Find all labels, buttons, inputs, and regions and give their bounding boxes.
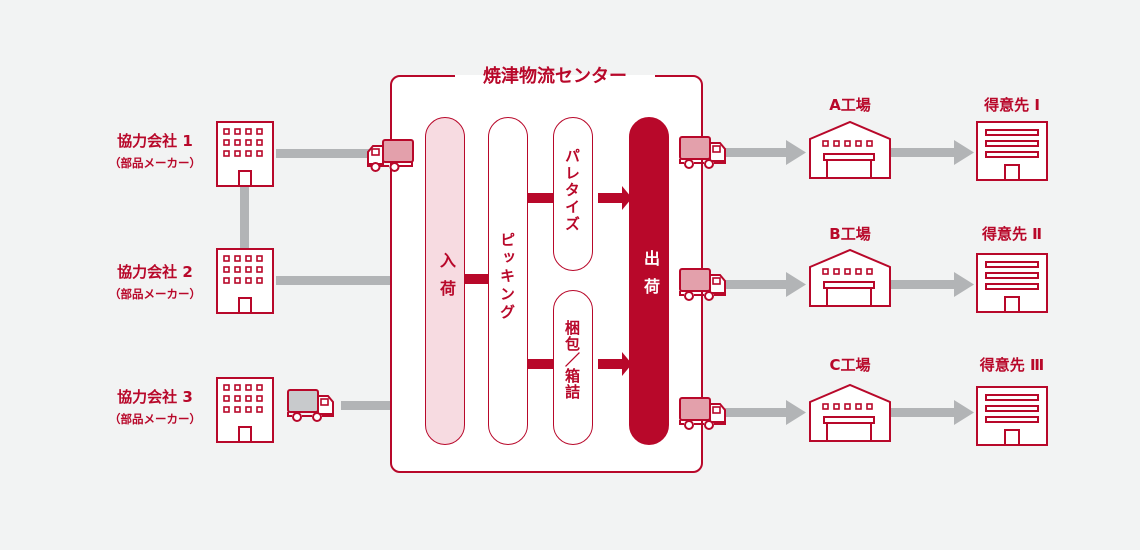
supplier-3-name: 協力会社 3 — [117, 388, 193, 406]
shipping-step — [629, 117, 669, 445]
factory-a-label: A工場 — [829, 96, 871, 114]
connector-line — [276, 276, 401, 285]
truck-icon — [679, 397, 726, 430]
flow-connector — [598, 193, 624, 203]
packing-step — [553, 290, 593, 445]
customer-2-label: 得意先 Ⅱ — [981, 225, 1043, 243]
output-row-b — [668, 272, 974, 297]
receiving-step — [425, 117, 465, 445]
truck-icon — [679, 136, 726, 169]
flow-connector — [464, 274, 490, 284]
connector-line — [276, 149, 371, 158]
store-icon — [976, 121, 1048, 181]
supplier-1-sub: （部品メーカー） — [109, 156, 201, 170]
picking-step — [488, 117, 528, 445]
arrow-head-icon — [622, 352, 632, 376]
truck-icon — [367, 139, 414, 172]
factory-b-label: B工場 — [829, 225, 871, 243]
palletize-label: パレタイズ — [563, 148, 581, 233]
output-row-c — [668, 400, 974, 425]
supplier-2-sub: （部品メーカー） — [109, 287, 201, 301]
flow-connector — [527, 359, 553, 369]
supplier-3-sub: （部品メーカー） — [109, 412, 201, 426]
factory-c-label: C工場 — [829, 356, 871, 374]
packing-label: 梱包／箱詰 — [563, 320, 581, 400]
office-building-icon — [216, 248, 274, 314]
connector-line — [240, 187, 249, 251]
receiving-label: 入荷 — [437, 252, 456, 308]
flow-connector — [527, 193, 553, 203]
logistics-center-title: 焼津物流センター — [455, 62, 655, 88]
office-building-icon — [216, 377, 274, 443]
office-building-icon — [216, 121, 274, 187]
customer-3-label: 得意先 Ⅲ — [979, 356, 1045, 374]
customer-1-label: 得意先 Ⅰ — [984, 96, 1040, 114]
output-row-a — [668, 140, 974, 165]
supplier-1-name: 協力会社 1 — [117, 132, 193, 150]
connector-line — [341, 401, 401, 410]
palletize-step — [553, 117, 593, 271]
shipping-label: 出荷 — [641, 250, 660, 306]
store-icon — [976, 386, 1048, 446]
picking-label: ピッキング — [498, 232, 516, 322]
flow-connector — [598, 359, 624, 369]
factory-icon — [809, 248, 891, 307]
truck-icon — [679, 268, 726, 301]
supplier-2-name: 協力会社 2 — [117, 263, 193, 281]
truck-icon — [287, 389, 334, 422]
store-icon — [976, 253, 1048, 313]
arrow-head-icon — [622, 186, 632, 210]
factory-icon — [809, 383, 891, 442]
flow-arrows — [527, 186, 632, 376]
factory-icon — [809, 120, 891, 179]
